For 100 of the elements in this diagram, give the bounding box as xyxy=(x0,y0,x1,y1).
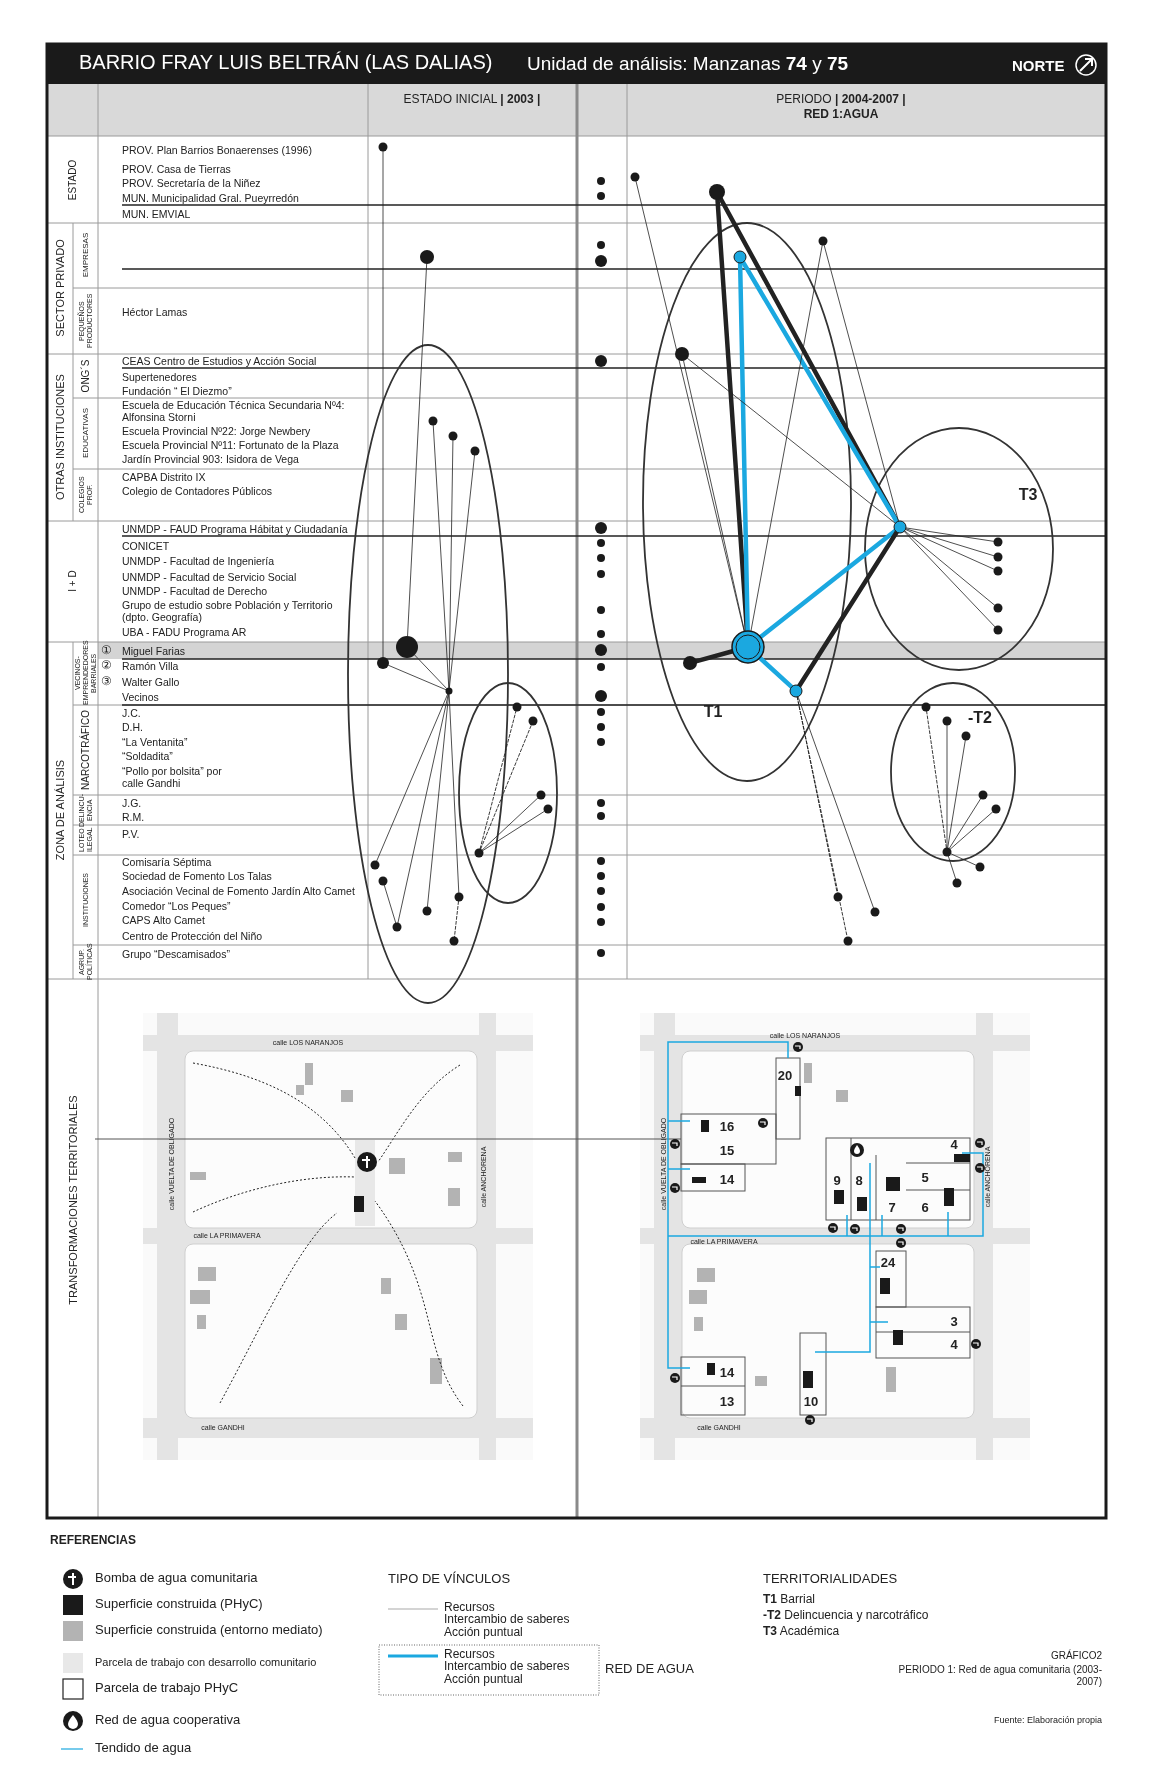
connector-line xyxy=(427,694,450,907)
connector-line xyxy=(946,725,948,848)
plot-number: 20 xyxy=(777,1069,793,1084)
connector-line xyxy=(388,664,447,691)
network-dot xyxy=(474,848,484,858)
legend-label: Red de agua cooperativa xyxy=(95,1713,241,1728)
connector-line xyxy=(750,245,823,632)
connector-line xyxy=(397,694,449,923)
network-dot xyxy=(789,684,803,698)
row-label: Grupo de estudio sobre Población y Territorio (dpto. Geografía) xyxy=(122,599,334,624)
network-dot xyxy=(512,702,522,712)
category-label: EMPRESAS xyxy=(81,232,91,278)
category-label: I + D xyxy=(67,570,79,592)
connector-line xyxy=(448,440,454,688)
connector-line xyxy=(481,797,539,851)
plot-number: 16 xyxy=(719,1120,735,1135)
row-label: J.C. xyxy=(122,707,141,720)
subtitle-text: Unidad de análisis: Manzanas 74 y 75 xyxy=(527,53,849,75)
legend-label: Superficie construida (entorno mediato) xyxy=(95,1623,323,1638)
network-dot xyxy=(870,907,880,917)
network-dot xyxy=(370,860,380,870)
network-dot xyxy=(833,892,843,902)
connector-line xyxy=(796,529,900,689)
plot-number: 5 xyxy=(921,1171,929,1186)
connector-line xyxy=(449,455,475,688)
connector-line xyxy=(479,710,517,850)
connector-line xyxy=(482,811,545,851)
legend-label: Parcela de trabajo PHyC xyxy=(95,1681,239,1696)
source-note: Fuente: Elaboración propia xyxy=(993,1715,1102,1726)
category-label: EDUCATIVAS xyxy=(81,408,91,458)
connector-line xyxy=(687,357,896,524)
column-header: RED 1:AGUA xyxy=(803,108,879,122)
plot-number: 13 xyxy=(719,1395,735,1410)
network-dot xyxy=(993,552,1003,562)
territory-label: -T2 xyxy=(968,709,992,728)
section-heading: REFERENCIAS xyxy=(50,1534,136,1548)
connector-line xyxy=(740,259,900,525)
row-label: MUN. EMVIAL xyxy=(122,208,191,221)
connector-line xyxy=(948,855,956,880)
category-label: SECTOR PRIVADO xyxy=(53,239,67,337)
section-heading: TERRITORIALIDADES xyxy=(763,1572,898,1587)
connector-line xyxy=(683,360,745,632)
row-label: “Soldadita” xyxy=(122,750,173,763)
territory-label: T3 xyxy=(1018,486,1038,505)
network-dot xyxy=(683,656,697,670)
connector-line xyxy=(905,528,995,557)
plot-number: 8 xyxy=(855,1174,863,1189)
category-label: ZONA DE ANÁLISIS xyxy=(53,759,67,861)
row-label: Comedor “Los Peques” xyxy=(122,900,231,913)
connector-line xyxy=(382,151,384,658)
row-label: Escuela Provincial Nº11: Fortunato de la Plaza xyxy=(122,439,339,452)
connector-line xyxy=(903,530,996,628)
row-label: CAPS Alto Camet xyxy=(122,914,205,927)
figure-caption: PERIODO 1: Red de agua comunitaria (2003-2007) xyxy=(897,1664,1102,1687)
row-label: Escuela Provincial Nº22: Jorge Newbery xyxy=(122,425,311,438)
column-header: ESTADO INICIAL | 2003 | xyxy=(403,93,541,107)
network-dot xyxy=(993,537,1003,547)
category-label: NARCOTRÁFICO xyxy=(80,710,92,790)
row-label: CAPBA Distrito IX xyxy=(122,471,206,484)
network-dot xyxy=(396,636,418,658)
row-label: J.G. xyxy=(122,797,142,810)
connector-line xyxy=(950,853,977,866)
row-label: CONICET xyxy=(122,540,170,553)
connector-line xyxy=(950,811,993,850)
legend-label: Intercambio de saberes xyxy=(444,1660,570,1674)
network-dot xyxy=(709,184,725,200)
plot-number: 10 xyxy=(803,1395,819,1410)
network-dot xyxy=(470,446,480,456)
territory-legend-item: -T2 Delincuencia y narcotráfico xyxy=(763,1609,929,1623)
connector-line xyxy=(383,884,397,924)
row-label: Miguel Farias xyxy=(122,645,186,658)
circled-number: ③ xyxy=(101,675,112,689)
network-dot xyxy=(378,876,388,886)
row-label: Supertenedores xyxy=(122,371,197,384)
row-label: Héctor Lamas xyxy=(122,306,188,319)
row-label: “La Ventanita” xyxy=(122,736,188,749)
row-label: Ramón Villa xyxy=(122,660,179,673)
connector-line xyxy=(949,798,981,849)
territory-label: T1 xyxy=(703,703,723,722)
connector-line xyxy=(926,711,947,848)
row-label: PROV. Casa de Tierras xyxy=(122,163,231,176)
territory-legend-item: T3 Académica xyxy=(763,1625,840,1639)
row-label: UNMDP - FAUD Programa Hábitat y Ciudadanía xyxy=(122,523,348,536)
row-label: Walter Gallo xyxy=(122,676,180,689)
connector-line xyxy=(480,724,532,850)
row-label: Colegio de Contadores Públicos xyxy=(122,485,272,498)
connector-line xyxy=(454,901,459,937)
legend-label: Superficie construida (PHyC) xyxy=(95,1597,263,1612)
network-dot xyxy=(843,936,853,946)
network-dot xyxy=(993,603,1003,613)
connector-line xyxy=(414,654,447,689)
legend-label: Intercambio de saberes xyxy=(444,1613,570,1627)
connector-line xyxy=(797,696,874,909)
connector-line xyxy=(796,696,848,938)
plot-number: 9 xyxy=(833,1174,841,1189)
row-label: Centro de Protección del Niño xyxy=(122,930,263,943)
legend-label: Acción puntual xyxy=(444,1673,523,1687)
circled-number: ① xyxy=(101,644,112,658)
network-dot xyxy=(993,566,1003,576)
row-label: Asociación Vecinal de Fomento Jardín Alto Camet xyxy=(122,885,355,898)
